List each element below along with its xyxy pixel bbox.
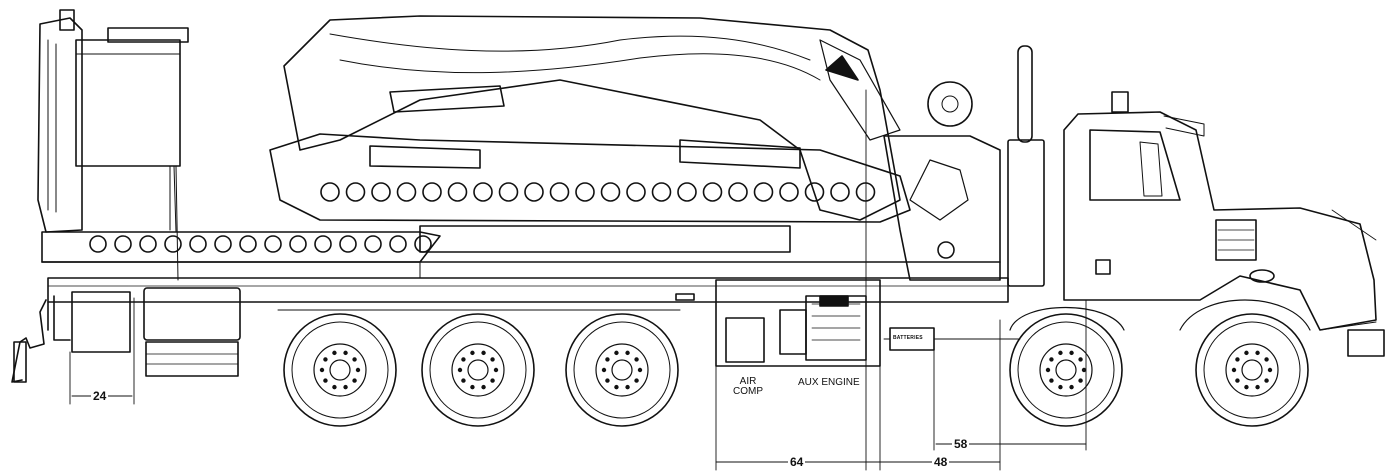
batteries-label: BATTERIES: [893, 335, 923, 341]
rear-outrigger: [11, 9, 83, 383]
dimension-engine-to-axle: 48: [932, 455, 950, 469]
boom-hole: [345, 182, 366, 202]
aux-compartment: [715, 279, 1021, 471]
dimension-rear-overhang: 24: [91, 389, 109, 403]
boom-hole: [371, 182, 391, 202]
deck-holes: [89, 235, 432, 253]
rear-storage-box: [75, 27, 189, 281]
boom-hole: [677, 182, 697, 202]
deck-hole: [364, 235, 382, 253]
boom-hole: [728, 182, 748, 202]
deck-hole: [164, 235, 182, 253]
boom-hole: [779, 182, 799, 202]
boom-hole: [473, 182, 493, 202]
wheel: [421, 313, 535, 427]
deck-hole: [264, 235, 282, 253]
boom-hole: [651, 182, 672, 202]
wheels: [283, 313, 1309, 427]
aux-engine-label: AUX ENGINE: [798, 377, 860, 388]
boom-hole: [320, 182, 340, 202]
wheel: [565, 313, 679, 427]
lower-boom: [269, 133, 911, 223]
boom-hole: [549, 182, 570, 202]
boom-hole: [524, 182, 544, 202]
turret: [865, 81, 1001, 471]
boom-hole: [626, 182, 646, 202]
air-compressor: [725, 317, 765, 363]
boom-hole: [855, 182, 876, 202]
deck-hole: [139, 235, 157, 253]
dimension-lines: [69, 297, 1087, 471]
chassis-frame: [47, 277, 1009, 331]
boom-hole: [830, 182, 850, 202]
truck-cab: [1063, 91, 1385, 357]
dimension-compartment-width: 64: [788, 455, 806, 469]
air-comp-label: AIR COMP: [733, 376, 763, 397]
deck-hole: [189, 235, 207, 253]
boom-hole: [804, 182, 825, 202]
deck-hole: [289, 235, 307, 253]
lower-boom-holes: [320, 182, 876, 202]
boom-hole: [575, 182, 595, 202]
wheel: [1009, 313, 1123, 427]
boom-hole: [600, 182, 621, 202]
aux-engine-block: [779, 295, 867, 361]
exhaust-stack: [1007, 45, 1045, 287]
deck-hole: [239, 235, 257, 253]
deck-bed: [41, 225, 1001, 279]
side-toolboxes: [71, 287, 241, 377]
boom-hole: [396, 182, 417, 202]
boom-hole: [447, 182, 468, 202]
wheel-fenders: [277, 299, 1311, 331]
deck-hole: [339, 235, 357, 253]
deck-hole: [89, 235, 107, 253]
wheel: [283, 313, 397, 427]
deck-hole: [114, 235, 132, 253]
deck-hole: [214, 235, 232, 253]
boom-hole: [422, 182, 442, 202]
deck-hole: [314, 235, 332, 253]
boom-hole: [498, 182, 519, 202]
wheel: [1195, 313, 1309, 427]
dimension-battery-to-axle: 58: [952, 437, 970, 451]
deck-hole: [389, 235, 407, 253]
deck-hole: [414, 235, 432, 253]
main-boom: [283, 15, 901, 221]
boom-hole: [753, 182, 774, 202]
boom-hole: [702, 182, 723, 202]
